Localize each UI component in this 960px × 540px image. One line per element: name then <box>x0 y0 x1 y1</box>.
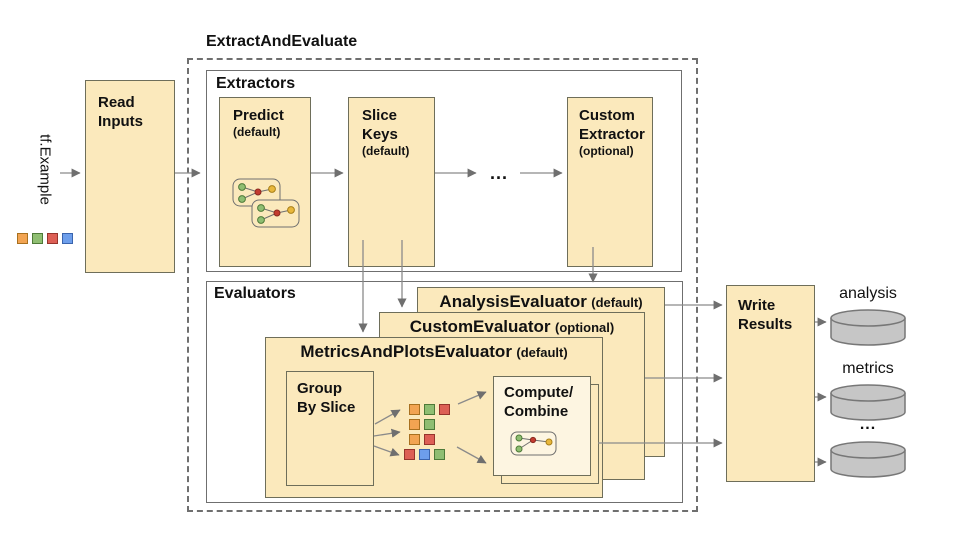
database-cylinder-icon <box>830 441 906 478</box>
data-square-red <box>439 404 450 415</box>
database-cylinder-icon <box>830 309 906 346</box>
data-square-blue <box>419 449 430 460</box>
slice-keys-qualifier: (default) <box>362 144 410 158</box>
compute-combine-line2: Combine <box>504 403 569 420</box>
tf-example-label: tf.Example <box>36 134 54 205</box>
data-square-red <box>424 434 435 445</box>
analysis-evaluator-header: AnalysisEvaluator (default) <box>418 292 664 312</box>
slice-keys-title-line1: Slice <box>362 107 398 124</box>
write-results-line1: Write <box>738 297 776 314</box>
slice-row-4 <box>404 449 450 460</box>
group-by-slice-box: Group By Slice <box>286 371 374 486</box>
custom-extractor-box: Custom Extractor (optional) <box>567 97 653 267</box>
metrics-and-plots-evaluator-qualifier: (default) <box>516 345 568 360</box>
more-outputs-ellipsis: ... <box>859 416 877 433</box>
read-inputs-line2: Inputs <box>98 113 143 130</box>
read-inputs-box: Read Inputs <box>85 80 175 273</box>
slice-row-1 <box>409 404 450 415</box>
combine-graph-icon <box>510 431 557 456</box>
model-graph-icon <box>232 178 300 228</box>
analysis-evaluator-name: AnalysisEvaluator <box>439 292 587 311</box>
analysis-output-label: analysis <box>839 285 897 302</box>
slice-row-3 <box>409 434 450 445</box>
data-square-blue <box>62 233 73 244</box>
custom-extractor-title-line2: Extractor <box>579 126 645 143</box>
analysis-evaluator-qualifier: (default) <box>591 295 643 310</box>
evaluators-label: Evaluators <box>214 285 296 302</box>
data-square-red <box>47 233 58 244</box>
data-square-orange <box>409 404 420 415</box>
predict-qualifier: (default) <box>233 125 281 139</box>
slice-keys-extractor-box: Slice Keys (default) <box>348 97 435 267</box>
group-by-slice-line2: By Slice <box>297 399 356 416</box>
custom-evaluator-name: CustomEvaluator <box>409 317 551 336</box>
custom-extractor-qualifier: (optional) <box>579 144 634 158</box>
group-by-slice-line1: Group <box>297 380 342 397</box>
data-square-orange <box>17 233 28 244</box>
slice-row-2 <box>409 419 450 430</box>
extractors-ellipsis: ... <box>489 163 508 183</box>
custom-evaluator-header: CustomEvaluator (optional) <box>380 317 644 337</box>
data-square-red <box>404 449 415 460</box>
write-results-box: Write Results <box>726 285 815 482</box>
data-square-green <box>424 404 435 415</box>
tf-example-squares <box>17 233 73 244</box>
data-square-orange <box>409 419 420 430</box>
read-inputs-title: Read Inputs <box>86 81 174 131</box>
sliced-examples-grid <box>404 404 450 464</box>
compute-combine-line1: Compute/ <box>504 384 574 401</box>
metrics-and-plots-evaluator-name: MetricsAndPlotsEvaluator <box>300 342 512 361</box>
predict-extractor-box: Predict (default) <box>219 97 311 267</box>
custom-evaluator-qualifier: (optional) <box>554 320 615 335</box>
extract-and-evaluate-boundary <box>187 58 698 512</box>
data-square-green <box>32 233 43 244</box>
slice-keys-title-line2: Keys <box>362 126 398 143</box>
metrics-output-label: metrics <box>842 360 894 377</box>
data-square-orange <box>409 434 420 445</box>
data-square-green <box>424 419 435 430</box>
predict-title: Predict <box>233 107 284 124</box>
compute-combine-box: Compute/ Combine <box>493 376 591 476</box>
read-inputs-line1: Read <box>98 94 135 111</box>
database-cylinder-icon <box>830 384 906 421</box>
metrics-and-plots-evaluator-box: MetricsAndPlotsEvaluator (default) Group… <box>265 337 603 498</box>
write-results-line2: Results <box>738 316 793 333</box>
metrics-and-plots-evaluator-header: MetricsAndPlotsEvaluator (default) <box>266 342 602 362</box>
custom-extractor-title-line1: Custom <box>579 107 635 124</box>
pipeline-title: ExtractAndEvaluate <box>206 33 358 50</box>
data-square-green <box>434 449 445 460</box>
extractors-label: Extractors <box>216 75 296 92</box>
